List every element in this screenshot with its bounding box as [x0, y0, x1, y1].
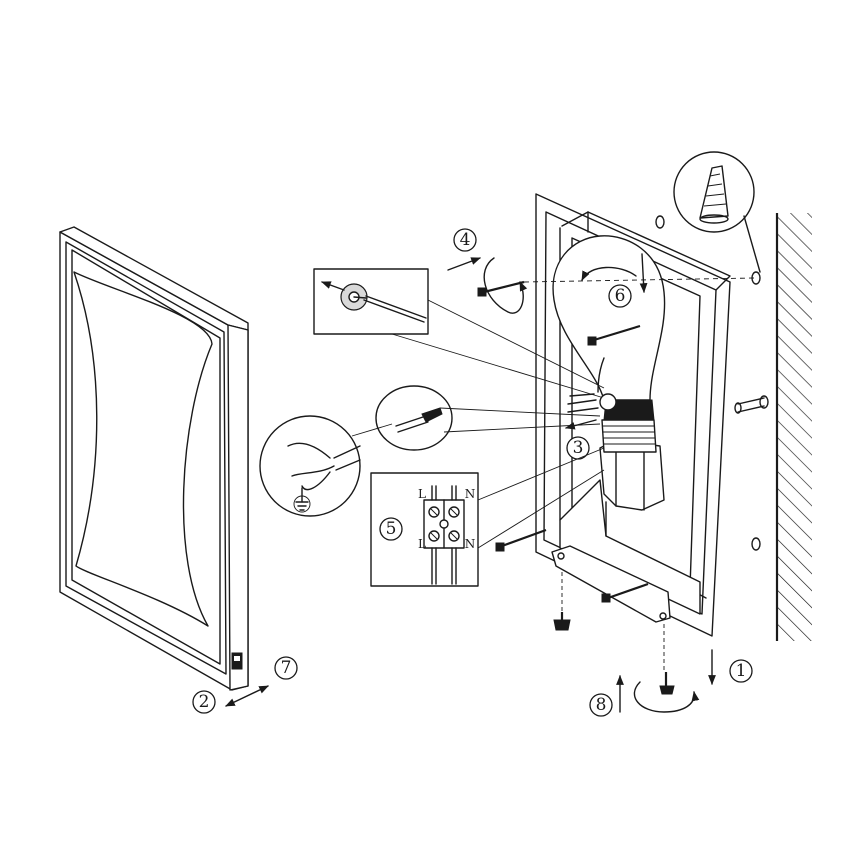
rotate-bulb-arrow: [581, 253, 648, 293]
screw-lower-left: [495, 528, 547, 552]
wall-plug-detail: [673, 151, 761, 273]
svg-text:L: L: [418, 487, 426, 501]
screw-middle: [587, 324, 641, 346]
rotate-screw-arrow: [633, 681, 700, 713]
step-7-marker: 7: [274, 656, 298, 680]
svg-text:N: N: [465, 487, 476, 501]
svg-text:N: N: [465, 537, 476, 551]
wire-detail: [259, 415, 393, 517]
screw-top: [477, 277, 755, 297]
step-2-marker: 2: [192, 690, 216, 714]
svg-text:4: 4: [460, 230, 471, 250]
pull-cable-arrow: [565, 419, 597, 430]
bottom-screw-left: [553, 572, 571, 631]
svg-text:8: 8: [596, 695, 607, 715]
step-5-marker: 5: [379, 517, 403, 541]
svg-text:7: 7: [281, 658, 292, 678]
light-bulb: [552, 235, 666, 401]
step-4-marker: 4: [453, 228, 477, 252]
screwdriver-detail: [313, 268, 605, 399]
wall-hole-top: [655, 215, 761, 285]
wall-plug-middle: [734, 395, 769, 414]
step-6-marker: 6: [608, 284, 632, 308]
svg-text:5: 5: [386, 519, 397, 539]
insert-arrow: [447, 257, 481, 271]
svg-text:6: 6: [615, 286, 626, 306]
svg-text:3: 3: [573, 438, 584, 458]
wall: [775, 213, 812, 641]
svg-text:1: 1: [736, 661, 747, 681]
step-8-marker: 8: [589, 693, 613, 717]
cable-gland: [567, 393, 617, 413]
cable-strip-detail: [375, 385, 601, 451]
step-1-marker: 1: [729, 659, 753, 683]
wall-hole-bottom: [751, 537, 761, 551]
lamp-socket: [599, 399, 665, 511]
rotate-screw-arrow-top: [483, 257, 528, 314]
svg-text:2: 2: [199, 692, 210, 712]
slide-arrow: [225, 685, 269, 707]
bottom-screw-right: [659, 624, 675, 695]
front-cover: [59, 226, 249, 691]
screw-lower-right: [601, 582, 649, 603]
svg-text:L: L: [418, 537, 426, 551]
